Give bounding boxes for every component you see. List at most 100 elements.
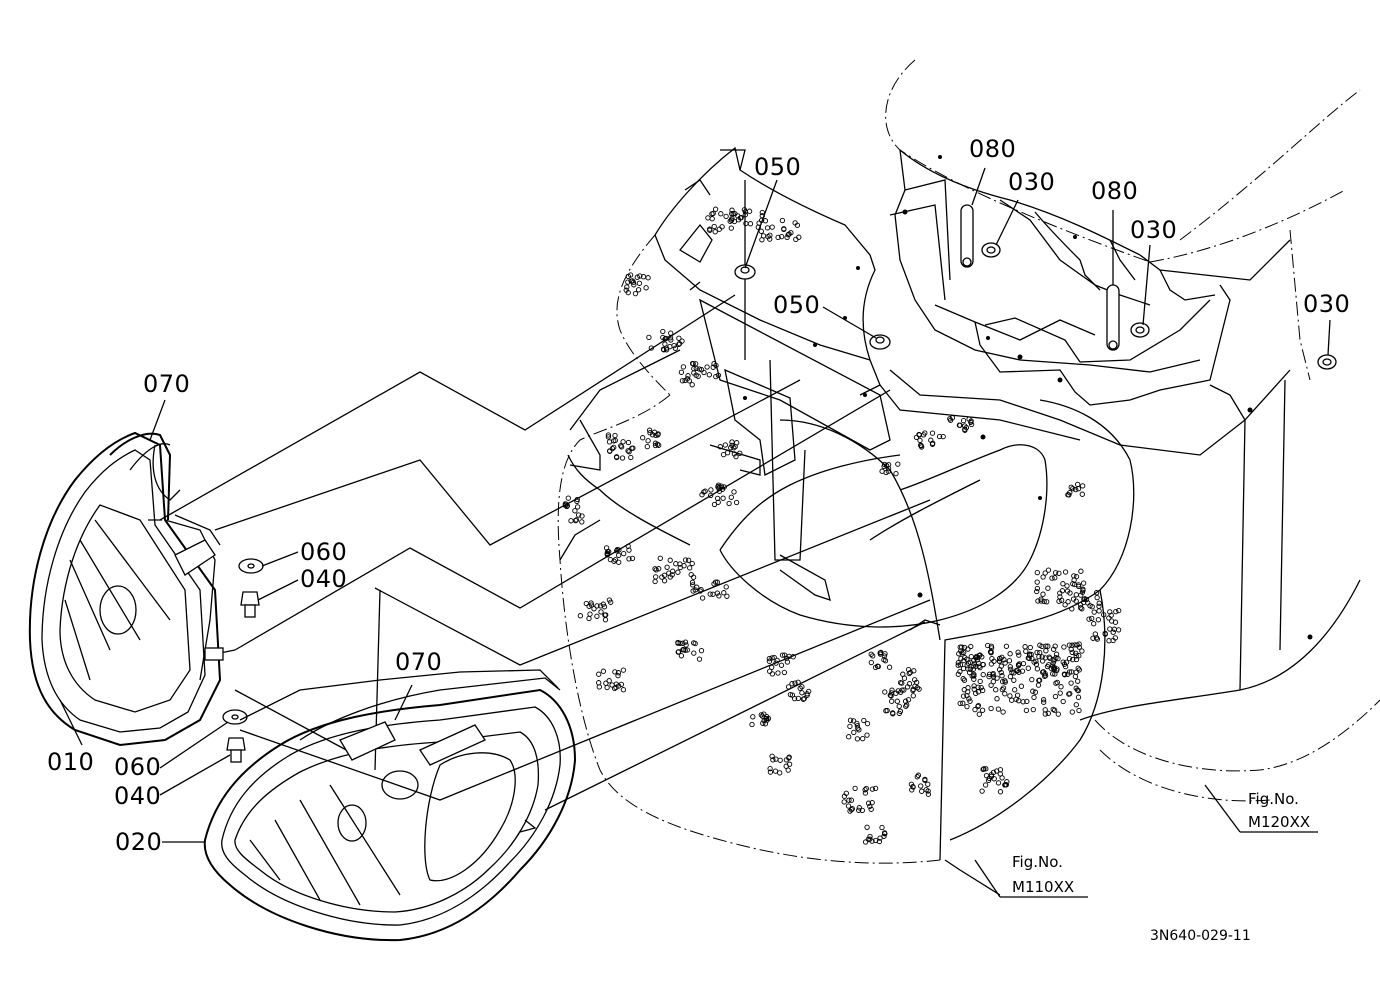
texture-dot xyxy=(1003,782,1009,788)
texture-dot xyxy=(1065,492,1071,498)
texture-dot xyxy=(914,685,921,691)
texture-dot xyxy=(860,735,866,742)
texture-dot xyxy=(1004,779,1010,785)
texture-dot xyxy=(772,768,779,774)
texture-dot xyxy=(1106,638,1112,644)
texture-dot xyxy=(1030,706,1036,713)
texture-dot xyxy=(1110,629,1116,635)
texture-dot xyxy=(696,656,703,662)
texture-dot xyxy=(730,211,736,217)
texture-dot xyxy=(964,703,970,710)
texture-dot xyxy=(893,470,899,477)
texture-dot xyxy=(889,687,895,693)
texture-dot xyxy=(767,765,773,772)
texture-dot xyxy=(990,678,996,685)
texture-dot xyxy=(999,673,1005,679)
texture-dot xyxy=(766,658,773,664)
texture-dot xyxy=(910,687,916,694)
texture-dot xyxy=(1079,648,1085,654)
drawing-code: 3N640-029-11 xyxy=(1150,928,1251,944)
texture-dot xyxy=(1020,660,1027,667)
texture-dot xyxy=(647,430,653,436)
texture-dot xyxy=(691,640,697,646)
texture-dot xyxy=(957,422,963,428)
texture-dot xyxy=(1075,694,1082,700)
texture-dot xyxy=(731,451,738,457)
texture-dot xyxy=(1055,711,1061,717)
texture-dot xyxy=(862,787,868,793)
texture-dot xyxy=(845,803,852,809)
texture-dot xyxy=(644,443,650,450)
texture-dot xyxy=(635,287,642,293)
texture-dot xyxy=(872,785,879,792)
texture-dot xyxy=(976,663,982,669)
texture-dot xyxy=(613,684,619,691)
texture-dot xyxy=(1007,673,1014,680)
texture-dot xyxy=(758,228,764,234)
texture-dot xyxy=(1069,606,1075,612)
texture-dot xyxy=(864,824,870,830)
texture-dot xyxy=(918,783,924,789)
texture-dot xyxy=(710,591,716,597)
texture-dot xyxy=(1042,570,1048,576)
texture-dot xyxy=(777,757,783,763)
texture-dot xyxy=(897,708,904,714)
texture-dot xyxy=(1064,588,1071,594)
texture-dot xyxy=(977,678,983,685)
texture-dot xyxy=(795,695,801,702)
texture-dot xyxy=(1069,649,1075,656)
texture-dot xyxy=(682,647,688,653)
texture-dot xyxy=(859,807,865,814)
texture-dot xyxy=(596,684,602,690)
texture-dot xyxy=(702,488,708,494)
texture-dot xyxy=(957,644,963,650)
texture-dot xyxy=(1015,649,1021,655)
texture-dot xyxy=(682,639,689,645)
texture-dot xyxy=(723,584,729,590)
texture-dot xyxy=(711,223,717,230)
texture-dot xyxy=(760,720,766,726)
texture-dot xyxy=(1064,583,1070,589)
texture-dot xyxy=(603,612,609,618)
texture-dot xyxy=(978,684,984,691)
texture-dot xyxy=(601,604,608,610)
texture-dot xyxy=(708,492,714,499)
texture-dot xyxy=(899,687,905,693)
part-label-070a: 070 xyxy=(143,370,191,398)
texture-dot xyxy=(1080,483,1086,489)
texture-dot xyxy=(1043,648,1049,654)
texture-dot xyxy=(714,579,721,585)
texture-dot xyxy=(889,698,895,704)
texture-dot xyxy=(1111,626,1118,632)
texture-dot xyxy=(887,692,893,698)
texture-dot xyxy=(1057,690,1063,696)
texture-dot xyxy=(996,655,1003,662)
texture-dot xyxy=(894,698,900,704)
texture-dot xyxy=(979,707,986,713)
texture-dot xyxy=(989,655,995,662)
texture-dot xyxy=(574,504,581,510)
figure-ref-number-m110: M110XX xyxy=(1012,878,1075,896)
texture-dot xyxy=(990,670,996,677)
texture-dot xyxy=(656,442,662,448)
texture-dot xyxy=(611,444,617,451)
texture-dot xyxy=(999,775,1005,781)
texture-dot xyxy=(991,776,997,782)
texture-dot xyxy=(759,713,766,719)
texture-dot xyxy=(611,685,618,692)
texture-dot xyxy=(643,285,649,291)
texture-dot xyxy=(869,799,875,806)
texture-dot xyxy=(1086,616,1092,622)
texture-dot xyxy=(724,593,730,599)
texture-dot xyxy=(662,341,668,347)
texture-dot xyxy=(729,215,735,222)
texture-dot xyxy=(897,679,904,686)
texture-dot xyxy=(998,669,1004,676)
texture-dot xyxy=(1002,660,1008,666)
texture-dot xyxy=(720,451,727,458)
texture-dot xyxy=(1003,643,1010,649)
texture-dot xyxy=(1068,484,1074,490)
texture-dot xyxy=(1073,702,1079,708)
texture-dot xyxy=(758,712,764,718)
texture-dot xyxy=(716,226,722,232)
